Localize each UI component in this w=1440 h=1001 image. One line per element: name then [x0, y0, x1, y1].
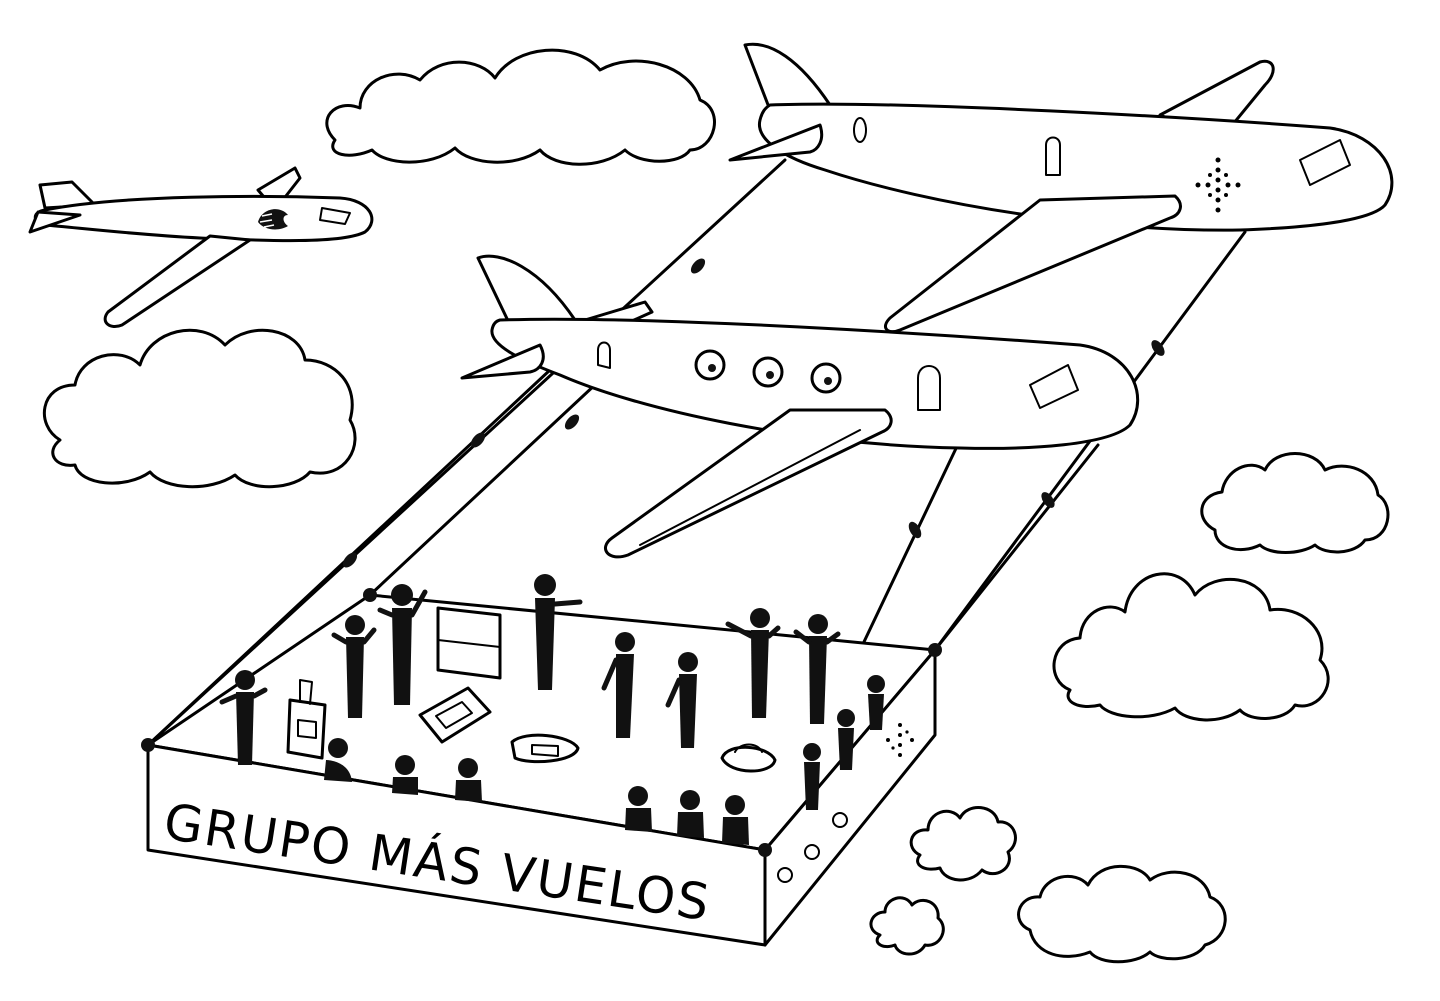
person-icon: [867, 675, 885, 730]
suitcase-icon: [510, 733, 580, 764]
eagle-logo-icon: [258, 209, 288, 230]
suitcase-icon: [286, 679, 327, 760]
suitcase-icon: [418, 686, 492, 744]
person-icon: [665, 652, 698, 748]
cloud-icon: [1200, 452, 1390, 554]
group-box: GRUPO MÁS VUELOS: [141, 588, 942, 947]
cloud-icon: [325, 48, 716, 166]
person-icon: [601, 632, 635, 738]
person-icon: [392, 755, 418, 795]
person-icon: [725, 608, 781, 718]
suspension-ropes: [146, 158, 1247, 852]
people-group: [219, 574, 885, 845]
cloud-icon: [869, 896, 945, 956]
star-logo-icon: [1195, 157, 1241, 213]
person-icon: [625, 786, 652, 832]
person-icon: [331, 615, 377, 718]
airplane-icon: [728, 42, 1394, 334]
person-icon: [219, 670, 268, 765]
airplane-icon: [28, 166, 374, 328]
star-logo-icon: [886, 723, 914, 757]
person-icon: [803, 743, 821, 810]
person-icon: [722, 795, 749, 845]
suitcase-icon: [720, 743, 777, 773]
person-icon: [677, 790, 704, 838]
cloud-icon: [1017, 864, 1227, 964]
person-icon: [793, 614, 841, 724]
cloud-icon: [1052, 572, 1330, 722]
person-icon: [377, 584, 428, 705]
airplane-icon: [460, 254, 1140, 559]
person-icon: [455, 758, 482, 802]
luggage-stack: [436, 606, 502, 680]
cloud-icon: [43, 328, 357, 489]
person-icon: [837, 709, 855, 770]
cloud-icon: [909, 806, 1017, 882]
person-icon: [534, 574, 583, 690]
person-icon: [324, 738, 352, 782]
